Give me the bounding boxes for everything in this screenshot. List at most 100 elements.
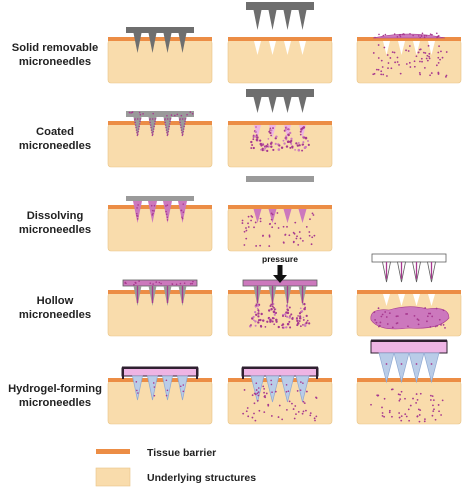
tissue-barrier [108,121,212,125]
drug-particle [431,315,434,318]
drug-particle [255,303,258,306]
drug-particle [441,56,444,59]
skin-pore [398,41,405,55]
drug-particle [286,322,290,326]
drug-particle [245,237,248,240]
drug-particle [296,319,299,323]
drug-particle [270,212,273,215]
drug-particle [304,145,307,149]
drug-coating [133,118,142,137]
drug-particle [252,138,255,141]
drug-particle [274,311,278,315]
patch-edge-left [242,368,244,379]
drug-particle [165,210,167,213]
drug-particle [189,282,192,285]
drug-release-2 [263,127,281,152]
drug-particle [135,212,138,215]
drug-particle [180,209,183,212]
drug-particle [420,34,423,37]
drug-particle [259,139,262,142]
solid-needle-array [126,27,194,53]
released-drug [370,388,444,423]
row-label-hollow-line-2: microneedles [19,309,91,321]
drug-particle [170,114,173,116]
reservoir-particles [124,280,194,286]
skin-pore [413,41,420,55]
drug-particle [377,44,380,46]
drug-particle [398,63,400,66]
drug-particle [413,65,416,68]
drug-particle [292,241,295,244]
drug-particle [255,138,259,142]
drug-particle [400,415,403,418]
drug-particle [182,390,185,393]
row-labels: Solid removablemicroneedlesCoatedmicrone… [8,42,102,409]
drug-particle [295,317,298,320]
drug-particle [288,316,291,319]
drug-particle [387,67,389,70]
drug-particle [288,306,291,309]
drug-particle [395,315,398,318]
drug-particle [300,127,303,131]
drug-particle [272,127,274,130]
drug-particle [428,55,430,58]
drug-particle [301,412,304,415]
drug-particle [396,61,399,63]
drug-particle [435,64,438,67]
dissolving-needle-remnant [283,209,292,223]
drug-particle [399,393,401,396]
drug-particle [388,411,391,414]
drug-particle [291,402,293,405]
drug-particle [301,149,304,152]
drug-particle [301,143,304,146]
drug-particle [285,135,288,138]
microneedle [163,201,172,223]
panel-solid-1 [107,27,213,84]
panel-hydrogel-2 [227,366,333,425]
drug-particle [266,145,269,148]
drug-particle [271,305,274,308]
drug-particle [302,135,305,138]
hydrogel-microneedle [177,375,188,401]
tissue-barrier [357,290,461,294]
drug-particle [404,397,406,400]
hydrogel-microneedle [162,375,173,401]
drug-particle [138,280,140,282]
skin-pore [254,41,261,55]
drug-particle [150,204,153,207]
drug-particle [284,128,287,131]
microneedle [268,10,277,30]
drug-particle [252,315,255,319]
drug-particle [165,205,167,207]
drug-particle [423,36,426,39]
microneedle [133,33,142,53]
drug-particle [142,113,144,115]
drug-particle [303,307,306,311]
drug-particle [269,318,272,322]
drug-particle [268,234,271,237]
row-label-coated-line-2: microneedles [19,140,91,152]
drug-particle [381,412,384,414]
row-label-dissolving-line-1: Dissolving [27,210,84,222]
drug-particle [171,283,174,286]
drug-particle [445,75,447,78]
drug-particle [288,234,291,237]
drug-particle [429,326,432,328]
drug-particle [302,323,304,326]
drug-particle [270,134,273,137]
drug-particle [268,245,271,247]
skin-pore [428,294,435,306]
drug-particle [179,282,182,285]
drug-particle [413,314,416,317]
drug-particle [247,415,250,418]
underlying-structure [227,39,333,84]
drug-particle [308,322,311,325]
drug-particle [285,127,288,129]
drug-particle [386,54,389,56]
injected-drug-3 [281,304,294,330]
drug-particle [136,215,139,217]
drug-particle [417,35,420,37]
drug-particle [276,212,279,214]
drug-particle [405,49,407,52]
